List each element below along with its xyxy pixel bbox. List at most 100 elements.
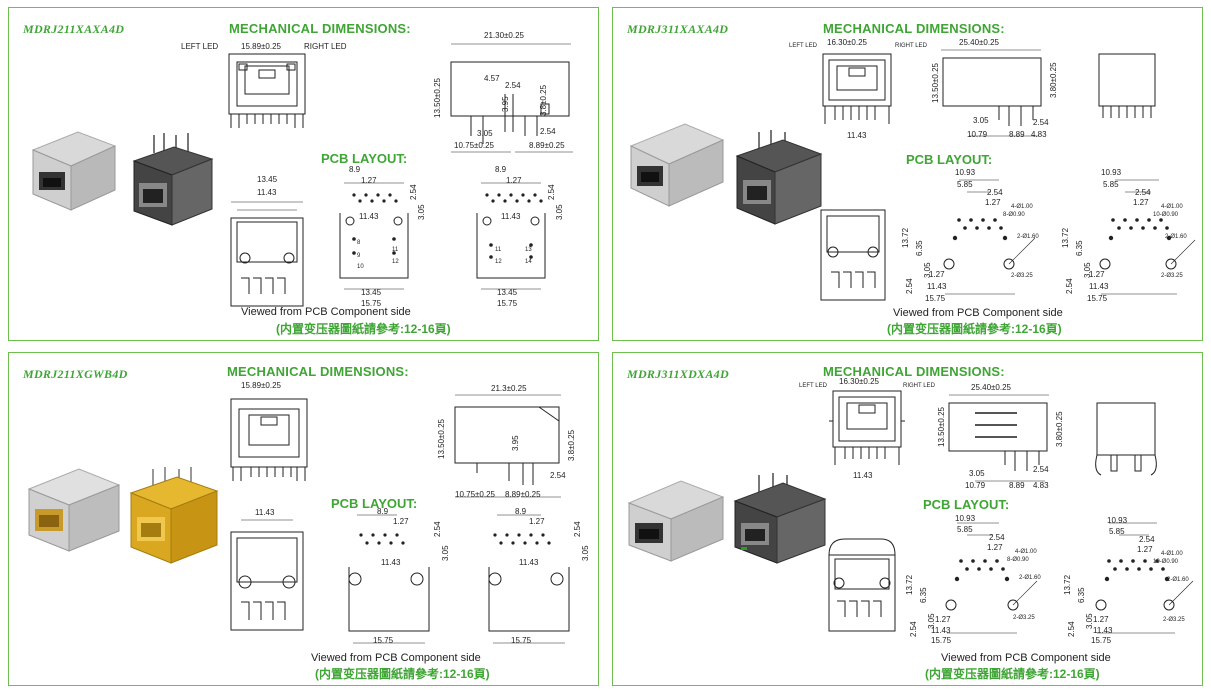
right-led-label: RIGHT LED xyxy=(903,383,935,389)
model-number: MDRJ311XAXA4D xyxy=(627,22,729,36)
rear-view-drawing xyxy=(1098,53,1156,118)
dim-3-95: 3.95 xyxy=(511,435,520,451)
pcb2-dim-3-05: 3.05 xyxy=(555,204,564,220)
transformer-reference-note: (内置变压器圖紙請參考:12-16頁) xyxy=(887,322,1062,336)
dim-2-54: 2.54 xyxy=(1033,118,1049,127)
bottom-view-drawing xyxy=(828,538,896,632)
dim-8-89: 8.89 xyxy=(1009,130,1025,139)
dim-8-89: 8.89±0.25 xyxy=(529,141,565,150)
product-photo-gold xyxy=(125,465,221,565)
pcb1-dim-11-43: 11.43 xyxy=(381,558,401,567)
pcb2-dim-5-85: 5.85 xyxy=(1103,180,1119,189)
pcb2-dim-10-93: 10.93 xyxy=(1107,516,1128,525)
pcb1-dim-2-d1-60: 2-Ø1.60 xyxy=(1017,234,1039,240)
pcb2-pin-12: 12 xyxy=(495,259,502,265)
pcb2-layout-drawing xyxy=(1099,179,1196,295)
pcb1-dim-6-35: 6.35 xyxy=(919,587,928,603)
pcb1-dim-1-27-bottom: 1.27 xyxy=(935,615,951,624)
pcb2-dim-13-72: 13.72 xyxy=(1061,227,1070,248)
product-photo-silver xyxy=(625,108,725,208)
dim-3-8: 3.8±0.25 xyxy=(539,84,548,116)
mechanical-dimensions-title: MECHANICAL DIMENSIONS: xyxy=(229,21,411,36)
dim-10-79: 10.79 xyxy=(965,481,986,490)
pcb2-dim-2-54: 2.54 xyxy=(1139,535,1155,544)
pcb1-pin-12: 12 xyxy=(392,259,399,265)
pcb1-dim-1-27: 1.27 xyxy=(361,176,377,185)
pcb2-layout-drawing xyxy=(488,514,570,644)
side-view-drawing xyxy=(941,49,1042,137)
pcb2-dim-8-9: 8.9 xyxy=(515,507,527,516)
pcb2-dim-15-75: 15.75 xyxy=(1091,636,1112,645)
pcb1-dim-11-43: 11.43 xyxy=(927,282,947,291)
product-panel-2: MDRJ311XAXA4D MECHANICAL DIMENSIONS: LEF… xyxy=(612,7,1203,341)
pcb1-dim-8-9: 8.9 xyxy=(349,165,361,174)
dim-2-54: 2.54 xyxy=(1033,465,1049,474)
front-bottom-dimension: 11.43 xyxy=(853,471,873,480)
dim-2-54: 2.54 xyxy=(550,471,566,480)
pcb1-dim-2-54-left: 2.54 xyxy=(909,621,918,637)
mechanical-dimensions-title: MECHANICAL DIMENSIONS: xyxy=(227,364,409,379)
pcb2-dim-4-d1-00: 4-Ø1.00 xyxy=(1161,204,1183,210)
dim-10-75: 10.75±0.25 xyxy=(454,141,494,150)
pcb1-dim-8-d0-90: 8-Ø0.90 xyxy=(1003,212,1025,218)
pcb1-dim-6-35: 6.35 xyxy=(915,240,924,256)
left-led-label: LEFT LED xyxy=(789,43,817,49)
transformer-reference-note: (内置变压器圖紙請參考:12-16頁) xyxy=(276,322,451,336)
pcb1-dim-15-75: 15.75 xyxy=(931,636,952,645)
pcb2-dim-6-35: 6.35 xyxy=(1075,240,1084,256)
pcb2-dim-1-27-bottom: 1.27 xyxy=(1093,615,1109,624)
front-width-dimension: 15.89±0.25 xyxy=(241,42,281,51)
rear-view-drawing xyxy=(1095,402,1157,476)
pcb2-dim-11-43: 11.43 xyxy=(519,558,539,567)
pcb1-dim-2-54: 2.54 xyxy=(433,521,442,537)
pcb2-dim-2-d1-60: 2-Ø1.60 xyxy=(1165,234,1187,240)
dim-2-54-top: 2.54 xyxy=(505,81,521,90)
side-height-dimension: 13.50±0.25 xyxy=(437,419,446,459)
pcb1-dim-1-27-bottom: 1.27 xyxy=(929,270,945,279)
front-width-dimension: 16.30±0.25 xyxy=(839,377,879,386)
pcb1-dim-2-d1-60: 2-Ø1.60 xyxy=(1019,575,1041,581)
dim-3-80: 3.80±0.25 xyxy=(1055,411,1064,447)
pcb2-dim-2-54-left: 2.54 xyxy=(1067,621,1076,637)
dim-3-05: 3.05 xyxy=(969,469,985,478)
pcb2-dim-11-43: 11.43 xyxy=(501,212,521,221)
pcb1-dim-1-27: 1.27 xyxy=(985,198,1001,207)
pcb2-dim-2-54: 2.54 xyxy=(573,521,582,537)
bottom-view-drawing xyxy=(820,209,886,301)
pcb1-dim-4-d1-00: 4-Ø1.00 xyxy=(1011,204,1033,210)
front-width-dimension: 15.89±0.25 xyxy=(241,381,281,390)
product-photo-dark xyxy=(731,126,826,226)
product-photo-dark xyxy=(124,133,219,228)
pcb2-dim-15-75: 15.75 xyxy=(497,299,518,308)
bottom-view-drawing xyxy=(230,519,304,631)
model-number: MDRJ311XDXA4D xyxy=(627,367,729,381)
pcb1-dim-2-54-left: 2.54 xyxy=(905,278,914,294)
pcb1-layout-drawing xyxy=(943,179,1036,295)
front-width-dimension: 16.30±0.25 xyxy=(827,38,867,47)
front-view-drawing xyxy=(822,53,892,124)
pcb1-dim-2-d3-25: 2-Ø3.25 xyxy=(1011,273,1033,279)
dim-10-75: 10.75±0.25 xyxy=(455,490,495,499)
transformer-reference-note: (内置变压器圖紙請參考:12-16頁) xyxy=(315,667,490,681)
right-led-label: RIGHT LED xyxy=(895,43,927,49)
pcb1-dim-11-43: 11.43 xyxy=(359,212,379,221)
dim-10-79: 10.79 xyxy=(967,130,988,139)
pcb2-dim-11-43: 11.43 xyxy=(1089,282,1109,291)
pcb2-dim-10-d0-90: 10-Ø0.90 xyxy=(1153,559,1179,565)
pcb1-dim-15-75: 15.75 xyxy=(373,636,394,645)
product-photo-silver xyxy=(23,463,123,553)
pcb1-dim-8-9: 8.9 xyxy=(377,507,389,516)
dim-4-83: 4.83 xyxy=(1033,481,1049,490)
pcb1-dim-10-93: 10.93 xyxy=(955,168,976,177)
pcb2-dim-1-27: 1.27 xyxy=(529,517,545,526)
dim-8-89: 8.89±0.25 xyxy=(505,490,541,499)
pcb2-dim-1-27: 1.27 xyxy=(506,176,522,185)
side-length-dimension: 21.3±0.25 xyxy=(491,384,527,393)
pcb1-layout-drawing xyxy=(339,182,409,290)
pcb1-dim-4-d1-00: 4-Ø1.00 xyxy=(1015,549,1037,555)
side-view-drawing xyxy=(454,394,561,498)
pcb2-dim-1-27-bottom: 1.27 xyxy=(1089,270,1105,279)
mechanical-dimensions-title: MECHANICAL DIMENSIONS: xyxy=(823,364,1005,379)
pcb2-pin-11: 11 xyxy=(495,247,502,253)
mechanical-dimensions-title: MECHANICAL DIMENSIONS: xyxy=(823,21,1005,36)
